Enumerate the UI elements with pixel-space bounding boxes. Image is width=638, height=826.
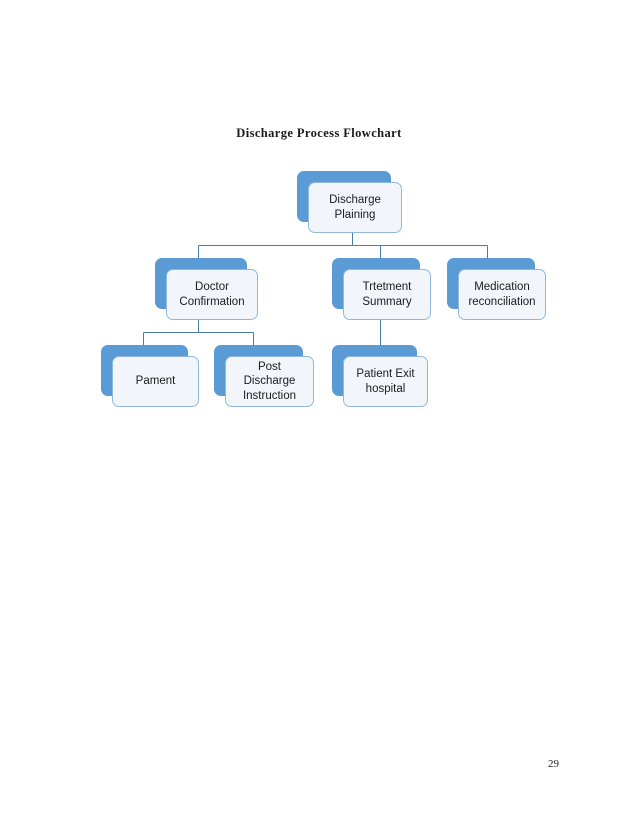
page-number: 29 xyxy=(548,758,559,770)
node-doctor-confirmation[interactable]: Doctor Confirmation xyxy=(155,258,258,320)
node-label: Patient Exit hospital xyxy=(356,368,415,395)
page-title: Discharge Process Flowchart xyxy=(236,126,402,140)
node-label: Discharge Plaining xyxy=(329,194,381,221)
node-face: Doctor Confirmation xyxy=(166,269,258,320)
node-face: Medication reconciliation xyxy=(458,269,546,320)
node-trtetment-summary[interactable]: Trtetment Summary xyxy=(332,258,431,320)
node-face: Patient Exit hospital xyxy=(343,356,428,407)
node-post-discharge-instruction[interactable]: Post Discharge Instruction xyxy=(214,345,314,407)
node-pament[interactable]: Pament xyxy=(101,345,199,407)
node-label: Pament xyxy=(135,375,176,388)
node-label: Trtetment Summary xyxy=(362,281,412,308)
node-label: Medication reconciliation xyxy=(468,281,536,308)
node-face: Trtetment Summary xyxy=(343,269,431,320)
node-patient-exit-hospital[interactable]: Patient Exit hospital xyxy=(332,345,428,407)
node-label: Doctor Confirmation xyxy=(179,281,245,308)
node-face: Discharge Plaining xyxy=(308,182,402,233)
node-face: Pament xyxy=(112,356,199,407)
node-medication-reconciliation[interactable]: Medication reconciliation xyxy=(447,258,546,320)
node-label: Post Discharge Instruction xyxy=(242,360,297,402)
node-face: Post Discharge Instruction xyxy=(225,356,314,407)
node-discharge-plaining[interactable]: Discharge Plaining xyxy=(297,171,402,233)
